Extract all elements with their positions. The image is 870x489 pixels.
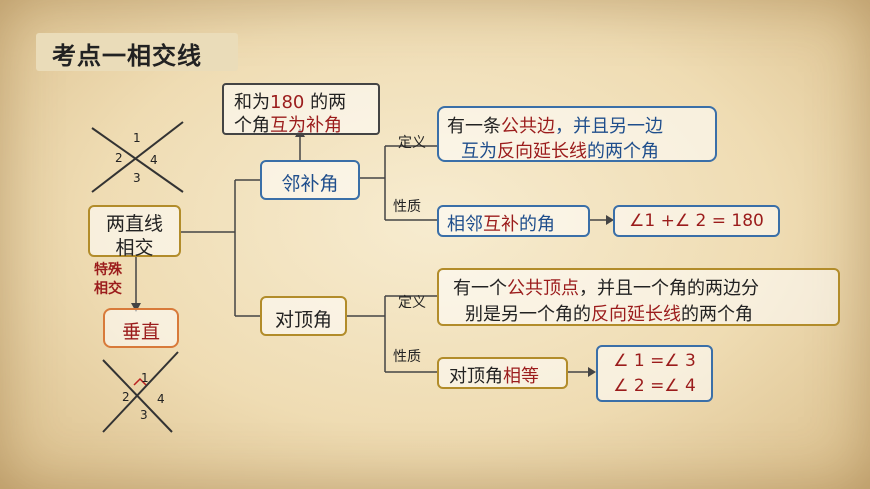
vert-def-l2a: 别是另一个角的 [465,304,591,325]
supp-angle-box: 邻补角 [260,160,360,200]
connector-supp-branch [360,145,437,221]
supp-prop-a: 相邻 [447,214,483,235]
arrow-special [131,303,141,312]
supp-def-line1: 有一条公共边，并且另一边 [447,112,663,138]
fig1-angle-3: 3 [133,171,141,185]
vert-def-l1a: 有一个 [453,278,507,299]
vert-def-l2c: 的两个角 [681,304,753,325]
supp-def-box: 有一条公共边，并且另一边 互为反向延长线的两个角 [437,106,717,162]
supp-def-l1a: 有一条 [447,116,501,137]
vert-def-l1b: 公共顶点 [507,278,579,299]
supp-sum-c: 的两 [304,92,347,113]
supp-prop-box: 相邻互补的角 [437,205,590,237]
vert-def-l2b: 反向延长线 [591,304,681,325]
fig1-angle-4: 4 [150,153,158,167]
vert-angle-box: 对顶角 [260,296,347,336]
vert-def-l1c: ，并且一个角的两边分 [579,278,759,299]
vert-def-box: 有一个公共顶点，并且一个角的两边分 别是另一个角的反向延长线的两个角 [437,268,840,326]
vert-prop-text: 对顶角相等 [449,362,539,388]
right-angle-mark [133,377,147,386]
supp-sum-box: 和为180 的两 个角互为补角 [222,83,380,137]
figure-perpendicular-lines [102,351,179,433]
fig2-angle-3: 3 [140,408,148,422]
fig1-angle-2: 2 [115,151,123,165]
fig2-angle-1: 1 [141,371,149,385]
intersect-line2: 相交 [115,237,154,259]
fig1-angle-1: 1 [133,131,141,145]
supp-sum-line2: 个角互为补角 [234,111,342,137]
supp-formula-box: ∠1 +∠ 2 = 180 [613,205,780,237]
vert-prop-a: 对顶角 [449,366,503,387]
arrow-vert-prop [588,367,596,377]
vert-prop-b: 相等 [503,366,539,387]
supp-formula: ∠1 +∠ 2 = 180 [629,211,764,231]
perpendicular-box: 垂直 [103,308,179,348]
intersect-box: 两直线 相交 [88,205,181,259]
fig2-angle-2: 2 [122,390,130,404]
supp-prop-tag: 性质 [393,199,421,215]
supp-def-l2a: 互为 [461,141,497,162]
vert-prop-box: 对顶角相等 [437,357,568,389]
vert-def-line1: 有一个公共顶点，并且一个角的两边分 [453,274,759,300]
supp-def-line2: 互为反向延长线的两个角 [461,137,659,163]
supp-prop-b: 互补 [483,214,519,235]
supp-def-l2b: 反向延长线 [497,141,587,162]
vert-angle-label: 对顶角 [274,309,332,331]
vert-formula-box: ∠ 1 =∠ 3 ∠ 2 =∠ 4 [596,345,713,402]
title-bar [36,33,238,71]
vert-formula-1: ∠ 1 =∠ 3 [613,351,696,371]
supp-prop-c: 的角 [519,214,555,235]
supp-angle-label: 邻补角 [281,173,339,195]
supp-sum-line1: 和为180 的两 [234,88,346,114]
vert-formula-2: ∠ 2 =∠ 4 [613,376,696,396]
page-title: 考点一相交线 [52,42,202,70]
supp-sum-e: 互为补角 [270,115,342,136]
supp-def-l1c: ，并且另一边 [555,116,663,137]
special-line1: 特殊 [94,262,122,278]
vert-def-tag: 定义 [398,295,426,311]
supp-prop-text: 相邻互补的角 [447,210,555,236]
supp-sum-value: 180 [270,92,305,113]
arrow-supp-prop [606,215,614,225]
vert-prop-tag: 性质 [393,349,421,365]
supp-def-l2c: 的两个角 [587,141,659,162]
fig2-angle-4: 4 [157,392,165,406]
supp-sum-d: 个角 [234,115,270,136]
vert-def-line2: 别是另一个角的反向延长线的两个角 [465,300,753,326]
special-line2: 相交 [94,281,122,297]
intersect-line1: 两直线 [105,213,163,235]
figure-intersect-lines [91,121,184,193]
supp-sum-a: 和为 [234,92,270,113]
supp-def-l1b: 公共边 [501,116,555,137]
perpendicular-label: 垂直 [121,321,160,343]
supp-def-tag: 定义 [398,135,426,151]
connector-vert-branch [347,295,437,373]
